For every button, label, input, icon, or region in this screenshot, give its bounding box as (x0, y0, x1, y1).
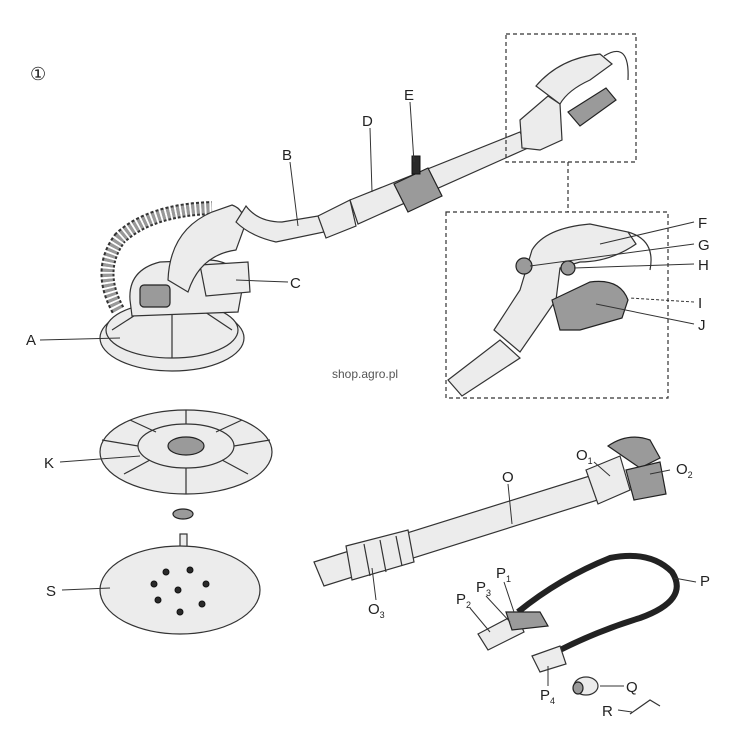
detail-dial-h (560, 260, 576, 276)
label-p: P (700, 573, 710, 590)
leader-lines (39, 101, 697, 713)
hose-lever-p1 (505, 611, 549, 631)
label-h: H (698, 257, 709, 274)
power-cord (603, 50, 629, 81)
figure-number: ① (30, 64, 46, 84)
detail-handle-body (493, 223, 637, 353)
label-c: C (290, 275, 301, 292)
label-p4: P4 (540, 687, 555, 706)
watermark: shop.agro.pl (332, 367, 398, 381)
label-g: G (698, 237, 710, 254)
label-p2: P2 (456, 591, 471, 610)
head-bracket-c (199, 261, 251, 297)
detail-box-enlarged (445, 211, 669, 399)
label-p3: P3 (476, 579, 491, 598)
pole-collar-o3 (345, 529, 415, 581)
label-k: K (44, 455, 54, 472)
label-f: F (698, 215, 707, 232)
detail-switch-g (515, 257, 533, 275)
label-o3: O3 (368, 601, 385, 620)
handle-detail (447, 223, 652, 397)
center-screw (172, 508, 194, 551)
extension-pole-o (313, 436, 667, 587)
sanding-disc-s (99, 545, 261, 635)
pole-handle-o1 (606, 436, 661, 469)
rear-handle-sleeve (567, 87, 617, 127)
label-a: A (26, 332, 36, 349)
part-labels: A B C D E F G H I J K S O P Q R O1 O2 O3… (26, 87, 710, 720)
label-b: B (282, 147, 292, 164)
detail-tube (447, 339, 521, 397)
drywall-sander-assembly (99, 50, 629, 372)
backing-pad-k (99, 409, 273, 495)
label-p1: P1 (496, 565, 511, 584)
tube-collar (317, 199, 357, 239)
rear-handle-grip (535, 53, 613, 105)
hose-assembly-p (477, 552, 680, 673)
label-o2: O2 (676, 461, 693, 480)
pole-connector-o2 (625, 461, 667, 501)
label-q: Q (626, 679, 638, 696)
hose-end-p4 (531, 645, 567, 673)
label-d: D (362, 113, 373, 130)
neck-b (235, 204, 331, 243)
pole-collar-o1 (585, 455, 631, 505)
label-o1: O1 (576, 447, 593, 466)
rear-handle-body (519, 95, 563, 151)
label-e: E (404, 87, 414, 104)
hose-p (516, 552, 680, 653)
label-s: S (46, 583, 56, 600)
label-o: O (502, 469, 514, 486)
label-j: J (698, 317, 706, 334)
adapter-q (572, 676, 599, 696)
hex-key-r (629, 699, 661, 715)
detail-grip-j (551, 280, 629, 331)
label-r: R (602, 703, 613, 720)
label-i: I (698, 295, 702, 312)
detail-box-top (505, 33, 637, 163)
extension-tube-d (349, 131, 529, 225)
